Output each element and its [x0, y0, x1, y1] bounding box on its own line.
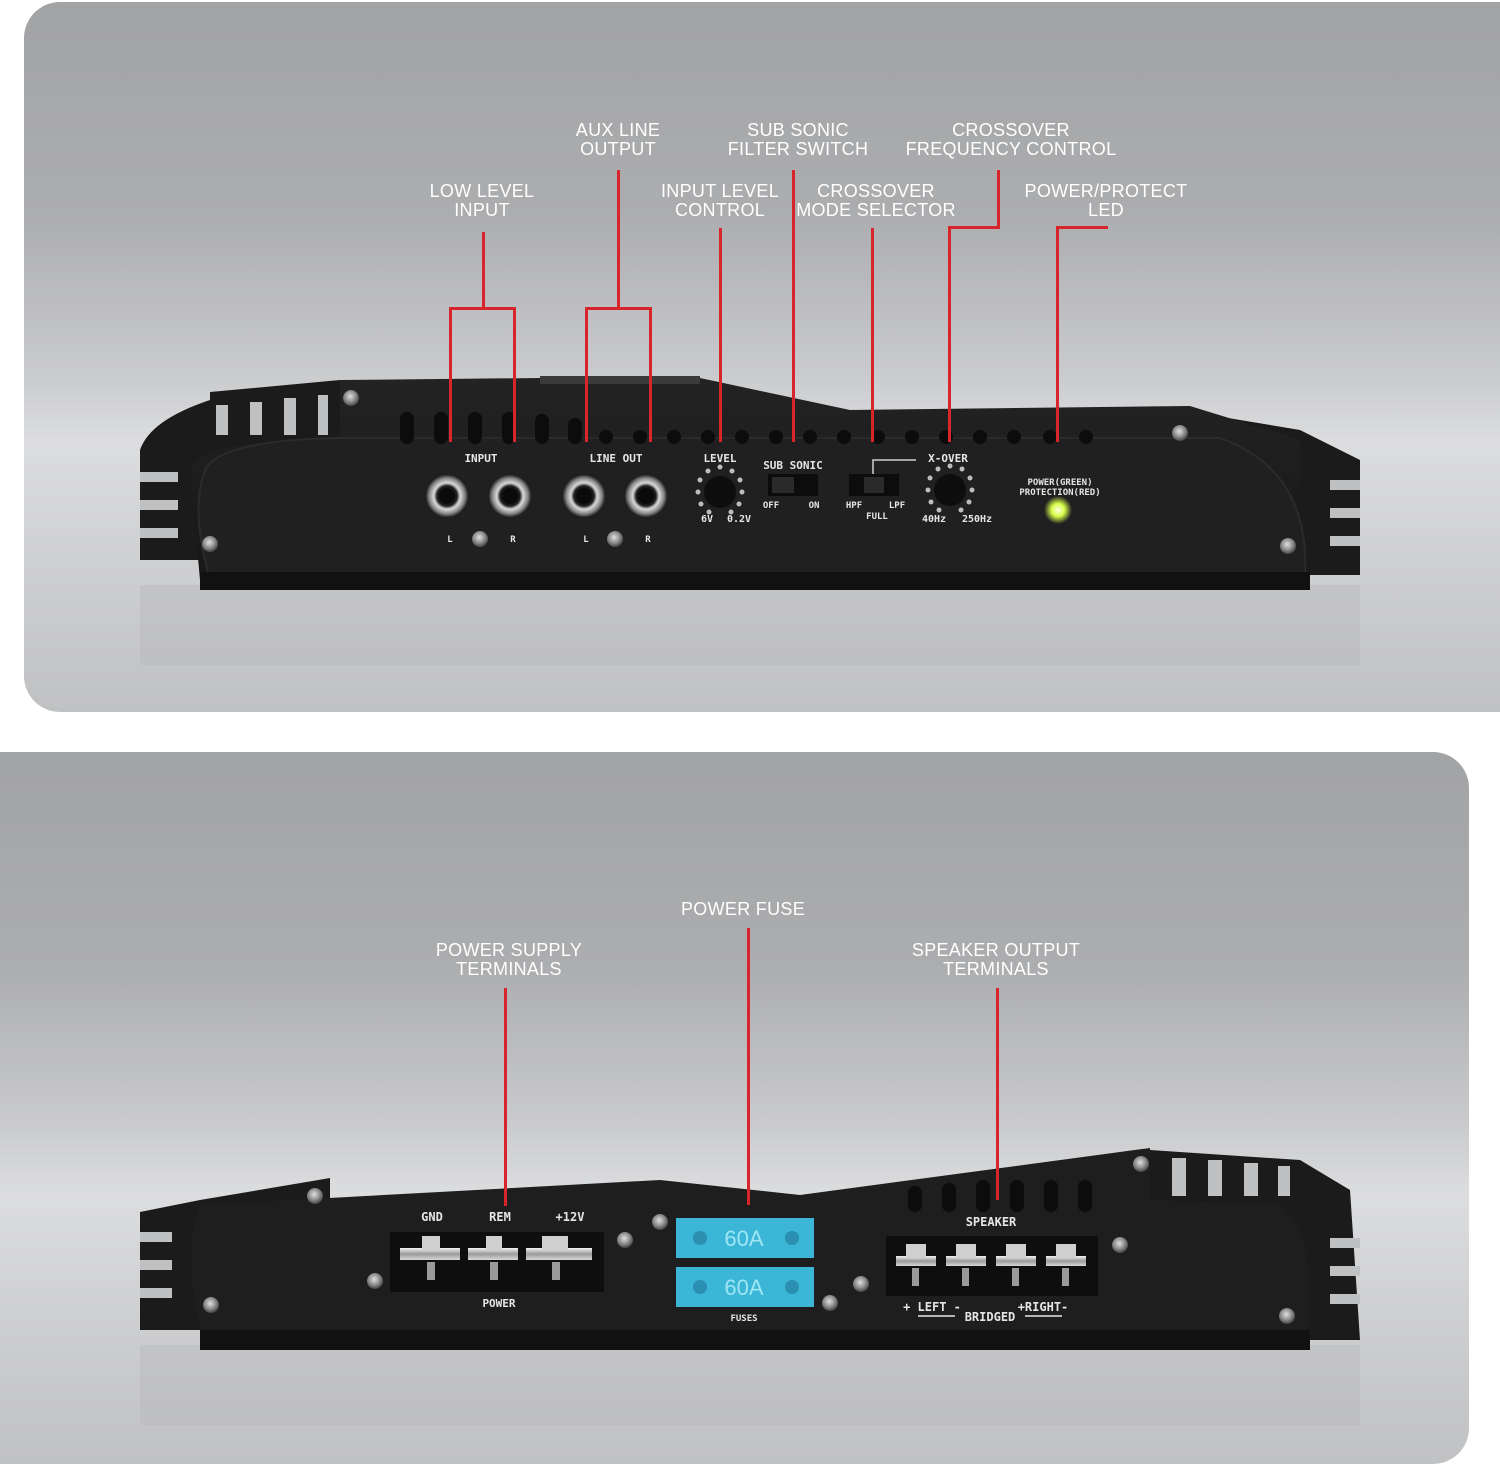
callout-line: FILTER SWITCH	[727, 139, 869, 159]
leader-speaker-output	[996, 988, 999, 1200]
leader-aux-line-output-left	[585, 307, 588, 442]
callout-crossover-frequency-control: CROSSOVER FREQUENCY CONTROL	[906, 121, 1117, 159]
leader-low-level-input	[482, 232, 485, 309]
amplifier-front-panel-input-side: INPUT LINE OUT L R L R LEVEL 6V 0.2V SUB…	[140, 376, 1360, 665]
sub-sonic-switch[interactable]	[768, 474, 818, 496]
crossover-frequency-knob[interactable]	[925, 463, 975, 513]
leader-power-led-drop	[1056, 226, 1059, 442]
amp-base-plate	[200, 572, 1310, 590]
callout-line: TERMINALS	[456, 959, 562, 979]
leader-low-level-input-left	[449, 307, 452, 442]
leader-power-led-bar	[1056, 226, 1108, 229]
rca-line-out-jacks	[562, 474, 668, 518]
callout-line: SPEAKER OUTPUT	[911, 940, 1081, 960]
amp-label-line-out: LINE OUT	[590, 452, 643, 465]
amp-label-xover: X-OVER	[928, 452, 968, 465]
leader-aux-line-output-bar	[585, 307, 652, 310]
callout-power-fuse: POWER FUSE	[681, 900, 805, 919]
amp-label-sub-on: ON	[809, 501, 820, 511]
input-level-knob[interactable]	[695, 464, 745, 515]
leader-crossover-mode	[871, 228, 874, 442]
callout-line: POWER SUPPLY	[435, 940, 583, 960]
amp-label-lineout-right: R	[645, 535, 651, 545]
callout-line: INPUT LEVEL	[660, 181, 780, 201]
leader-power-supply	[504, 988, 507, 1206]
callout-line: AUX LINE	[575, 120, 661, 140]
callout-line: POWER/PROTECT	[1024, 181, 1188, 201]
callout-aux-line-output: AUX LINE OUTPUT	[576, 121, 660, 159]
callout-line: CROSSOVER	[817, 181, 935, 201]
leader-crossover-frequency-bar	[948, 226, 1000, 229]
callout-power-supply-terminals: POWER SUPPLY TERMINALS	[436, 941, 582, 979]
heatsink-fins-left	[140, 395, 328, 538]
callout-power-protect-led: POWER/PROTECT LED	[1025, 182, 1188, 220]
leader-crossover-frequency	[997, 170, 1000, 229]
amp-label-hpf: HPF	[846, 501, 862, 511]
callout-line: TERMINALS	[943, 959, 1049, 979]
leader-power-fuse	[747, 928, 750, 1205]
amp-label-sub-off: OFF	[763, 501, 779, 511]
callout-sub-sonic-filter-switch: SUB SONIC FILTER SWITCH	[728, 121, 869, 159]
leader-input-level-control	[719, 228, 722, 442]
callout-line: LOW LEVEL	[429, 181, 535, 201]
crossover-mode-switch[interactable]	[849, 474, 899, 496]
top-plate-edge	[540, 376, 700, 384]
leader-low-level-input-bar	[449, 307, 516, 310]
callout-low-level-input: LOW LEVEL INPUT	[430, 182, 535, 220]
amp-label-protection-red: PROTECTION(RED)	[1019, 488, 1100, 498]
amp-label-input-left: L	[447, 535, 453, 545]
callout-line: OUTPUT	[580, 139, 656, 159]
panel-screws	[202, 390, 1296, 554]
vent-slots	[400, 412, 1093, 444]
amp-label-level-min: 6V	[701, 514, 713, 525]
callout-line: CONTROL	[674, 200, 766, 220]
amp-faceplate	[197, 437, 1307, 582]
power-led-icon	[1044, 496, 1072, 524]
leader-aux-line-output-right	[649, 307, 652, 442]
amp-label-power-green: POWER(GREEN)	[1027, 478, 1092, 488]
leader-low-level-input-right	[513, 307, 516, 442]
amp-label-level: LEVEL	[703, 452, 736, 465]
amp-label-full: FULL	[866, 512, 888, 522]
amp-label-lineout-left: L	[583, 535, 589, 545]
leader-sub-sonic-filter	[792, 170, 795, 442]
rca-input-jacks	[425, 474, 532, 518]
heatsink-fins-right	[1330, 480, 1360, 546]
amp-label-lpf: LPF	[889, 501, 905, 511]
amp-label-input: INPUT	[464, 452, 497, 465]
callout-input-level-control: INPUT LEVEL CONTROL	[661, 182, 779, 220]
amp-label-sub-sonic: SUB SONIC	[763, 459, 823, 472]
amp-label-xover-min: 40Hz	[922, 514, 946, 525]
callout-line: INPUT	[454, 200, 510, 220]
callout-line: POWER FUSE	[680, 899, 806, 919]
leader-crossover-frequency-drop	[948, 226, 951, 442]
callout-line: SUB SONIC	[747, 120, 849, 140]
amp-label-xover-max: 250Hz	[962, 514, 992, 525]
callout-speaker-output-terminals: SPEAKER OUTPUT TERMINALS	[912, 941, 1080, 979]
amp-label-input-right: R	[510, 535, 516, 545]
callout-line: MODE SELECTOR	[796, 200, 956, 220]
leader-aux-line-output	[617, 170, 620, 309]
callout-crossover-mode-selector: CROSSOVER MODE SELECTOR	[796, 182, 956, 220]
callout-line: LED	[1088, 200, 1124, 220]
xover-bracket	[872, 459, 916, 478]
amp-reflection	[140, 585, 1360, 665]
bottom-panel-background	[0, 752, 1469, 1464]
callout-line: CROSSOVER	[952, 120, 1070, 140]
callout-line: FREQUENCY CONTROL	[905, 139, 1117, 159]
amp-label-level-max: 0.2V	[727, 514, 751, 525]
